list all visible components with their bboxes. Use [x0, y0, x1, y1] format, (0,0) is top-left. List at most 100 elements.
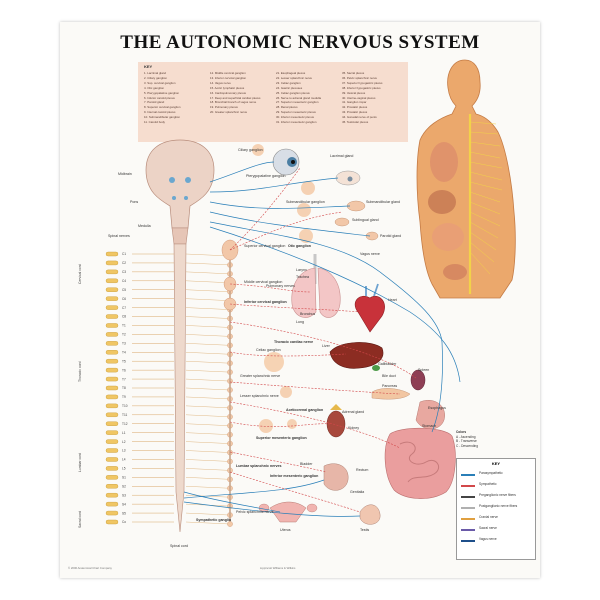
segment-label: C7 [122, 306, 126, 310]
segment-marker [105, 376, 119, 382]
key-item: 28. Renal plexus [276, 105, 298, 110]
segment-ramus [185, 468, 231, 471]
genitalia [359, 504, 381, 525]
segment-ramus [185, 253, 231, 257]
label-sup-mesenteric: Superior mesenteric ganglion [256, 436, 307, 440]
segment-ramus [185, 307, 231, 310]
label-mid-cervical: Middle cervical ganglion [244, 280, 283, 284]
lacrimal-gland [335, 170, 361, 186]
label-aorticorenal: Aorticorenal ganglion [286, 408, 324, 412]
segment-marker [105, 359, 119, 364]
segment-ramus [185, 477, 231, 480]
uterus [258, 501, 318, 523]
segment-marker [105, 260, 119, 266]
key-item: 42. Prostatic plexus [342, 105, 368, 110]
segment-ramus [185, 369, 231, 373]
legend-swatch [461, 507, 475, 509]
label-kidney: Kidney [348, 426, 359, 430]
segment-ramus [185, 289, 231, 292]
legend-swatch [461, 529, 475, 531]
key-column-3: 21. Esophageal plexus 22. Lesser splanch… [276, 71, 340, 125]
label-testis: Testis [360, 528, 370, 532]
key-item: 21. Esophageal plexus [276, 71, 306, 75]
segment-label: T10 [122, 404, 128, 408]
key-item: 16. Cardiopulmonary plexus [210, 90, 246, 95]
key-item: 43. Prostatic plexus [342, 110, 368, 115]
sublingual-gland [334, 217, 350, 227]
segment-marker [105, 475, 119, 480]
parasympathetic-fibers [183, 161, 461, 517]
legend-label: Parasympathetic [479, 471, 503, 475]
eye [272, 148, 300, 176]
key-item: 40. Uterine-vaginal plexus [342, 95, 376, 100]
label-rectum: Rectum [356, 468, 369, 472]
poster: THE AUTONOMIC NERVOUS SYSTEM KEY 1. Lacr… [60, 22, 540, 578]
label-lumbar-cord: Lumbar cord [78, 452, 82, 472]
segment-label: S5 [122, 511, 126, 515]
label-spinal-cord: Spinal cord [170, 544, 188, 548]
key-item: 45. Testicular plexus [342, 120, 369, 125]
label-lacrimal: Lacrimal gland [330, 154, 354, 158]
segment-label: T3 [122, 342, 126, 346]
label-sublingual: Sublingual gland [352, 218, 379, 222]
legend-swatch [461, 485, 475, 487]
label-bladder: Bladder [300, 462, 313, 466]
label-thoracic-cardiac: Thoracic cardiac nerve [274, 340, 314, 344]
segment-marker [105, 421, 119, 426]
legend-row: Cranial nerve [461, 515, 533, 523]
brainstem [145, 139, 215, 245]
segment-marker [105, 332, 119, 337]
page-title: THE AUTONOMIC NERVOUS SYSTEM [120, 32, 480, 53]
legend-swatch [461, 496, 475, 498]
segment-label: T8 [122, 386, 126, 390]
key-item: 5. Pterygopalatine ganglion [144, 90, 180, 95]
key-item: 37. Superior hypogastric plexus [342, 80, 383, 85]
segment-marker [105, 350, 119, 355]
segment-ramus [185, 450, 231, 453]
segment-label: C6 [122, 297, 126, 301]
key-item: 44. Gonadal nerve of penis [342, 115, 377, 120]
label-submand-ganglion: Submandibular ganglion [286, 200, 325, 204]
legend-row: Preganglionic nerve fibers [461, 493, 533, 501]
key-item: 30. Inferior mesenteric plexus [276, 115, 314, 120]
segment-ramus [185, 378, 231, 382]
segment-marker [105, 305, 119, 310]
key-item: 29. Superior mesenteric plexus [276, 110, 316, 115]
segment-ramus [185, 361, 231, 364]
segment-label: L1 [122, 431, 126, 435]
segment-label: T5 [122, 359, 126, 363]
segment-marker [105, 430, 119, 435]
segment-marker [105, 251, 119, 257]
segment-marker [105, 341, 119, 346]
bladder [323, 463, 349, 491]
segment-ramus [185, 441, 231, 444]
segment-marker [105, 484, 119, 489]
segment-label: T7 [122, 377, 126, 381]
segment-marker [105, 412, 119, 417]
segment-marker [105, 296, 119, 301]
key-item: 31. Inferior mesenteric ganglion [276, 120, 317, 125]
label-greater-splanchnic: Greater splanchnic nerve [240, 374, 281, 378]
label-sup-cervical: Superior cervical ganglion [244, 244, 286, 248]
segment-ramus [185, 343, 231, 346]
segment-marker [105, 519, 119, 525]
label-esophagus: Esophagus [428, 406, 446, 410]
segment-label: S1 [122, 476, 126, 480]
label-adrenal: Adrenal gland [342, 410, 365, 414]
legend-row: Sympathetic [461, 482, 533, 490]
segment-marker [105, 439, 119, 444]
segment-label: L5 [122, 467, 126, 471]
segment-label: T1 [122, 324, 126, 328]
key-item: 14. Vagus nerve [210, 80, 231, 85]
segment-label: T4 [122, 350, 126, 354]
key-item: 12. Middle cervical ganglion [210, 71, 246, 75]
key-item: 17. Deep and superficial cardiac plexus [210, 95, 261, 100]
segment-label: T11 [122, 413, 127, 417]
key-item: 11. Carotid body [144, 120, 165, 125]
segment-ramus [185, 521, 231, 525]
label-celiac: Celiac ganglion [256, 348, 281, 352]
label-medulla: Medulla [138, 224, 151, 228]
segment-marker [105, 457, 119, 462]
key-heading: KEY [144, 64, 153, 69]
segment-label: T12 [122, 422, 128, 426]
